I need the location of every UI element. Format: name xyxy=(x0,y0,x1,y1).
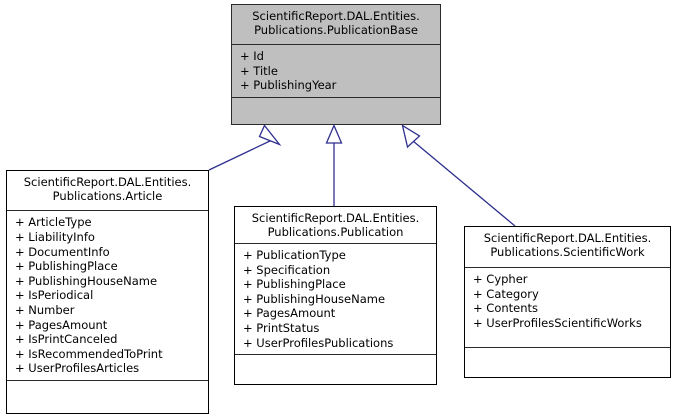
compartment-separator xyxy=(7,210,208,212)
compartment-separator xyxy=(235,354,436,356)
attribute-row: + DocumentInfo xyxy=(15,244,110,259)
attribute-row: + PagesAmount xyxy=(15,317,108,332)
attribute-row: + Category xyxy=(473,286,539,301)
class-name-publication: ScientificReport.DAL.Entities. Publicati… xyxy=(251,211,420,239)
class-operations-publication xyxy=(235,355,436,385)
class-box-publicationbase[interactable]: ScientificReport.DAL.Entities. Publicati… xyxy=(231,4,441,125)
attribute-row: + PublishingPlace xyxy=(243,277,346,292)
attribute-row: + PrintStatus xyxy=(243,320,320,335)
attribute-row: + ArticleType xyxy=(15,215,92,230)
class-attributes-article: + ArticleType + LiabilityInfo + Document… xyxy=(7,211,208,380)
generalization-article-to-base xyxy=(208,124,282,171)
class-attributes-publicationbase: + Id + Title + PublishingYear xyxy=(232,45,440,97)
attribute-row: + PublishingPlace xyxy=(15,259,118,274)
attribute-row: + Specification xyxy=(243,262,331,277)
class-name-article: ScientificReport.DAL.Entities. Publicati… xyxy=(23,175,192,203)
compartment-separator xyxy=(7,380,208,381)
class-name-scientificwork: ScientificReport.DAL.Entities. Publicati… xyxy=(483,231,652,259)
attribute-row: + Id xyxy=(240,49,264,64)
attribute-row: + Title xyxy=(240,63,278,78)
attribute-row: + PublicationType xyxy=(243,248,346,262)
class-box-scientificwork[interactable]: ScientificReport.DAL.Entities. Publicati… xyxy=(464,226,671,378)
attribute-row: + PagesAmount xyxy=(243,306,336,321)
attribute-row: + PublishingHouseName xyxy=(243,291,386,306)
class-name-publicationbase: ScientificReport.DAL.Entities. Publicati… xyxy=(252,9,420,37)
attribute-row: + IsPeriodical xyxy=(15,288,94,303)
attribute-row: + UserProfilesScientificWorks xyxy=(473,315,642,330)
compartment-separator xyxy=(235,243,436,244)
attribute-row: + UserProfilesPublications xyxy=(243,335,394,350)
compartment-separator xyxy=(465,347,670,348)
compartment-separator xyxy=(465,267,670,268)
attribute-row: + UserProfilesArticles xyxy=(15,361,140,376)
class-operations-article xyxy=(7,381,208,413)
class-attributes-publication: + PublicationType + Specification + Publ… xyxy=(235,244,436,354)
generalization-publication-to-base xyxy=(325,123,343,206)
class-operations-publicationbase xyxy=(232,98,440,124)
class-box-publication[interactable]: ScientificReport.DAL.Entities. Publicati… xyxy=(234,206,437,385)
compartment-separator xyxy=(232,97,440,98)
attribute-row: + PublishingYear xyxy=(240,78,337,93)
attribute-row: + IsPrintCanceled xyxy=(15,332,118,347)
attribute-row: + IsRecommendedToPrint xyxy=(15,346,163,361)
attribute-row: + LiabilityInfo xyxy=(15,230,95,245)
attribute-row: + Contents xyxy=(473,301,539,316)
class-box-article[interactable]: ScientificReport.DAL.Entities. Publicati… xyxy=(6,170,209,414)
attribute-row: + PublishingHouseName xyxy=(15,273,158,288)
class-attributes-scientificwork: + Cypher + Category + Contents + UserPro… xyxy=(465,268,670,347)
attribute-row: + Cypher xyxy=(473,272,528,286)
attribute-row: + Number xyxy=(15,303,75,318)
class-operations-scientificwork xyxy=(465,348,670,377)
compartment-separator xyxy=(232,44,440,46)
